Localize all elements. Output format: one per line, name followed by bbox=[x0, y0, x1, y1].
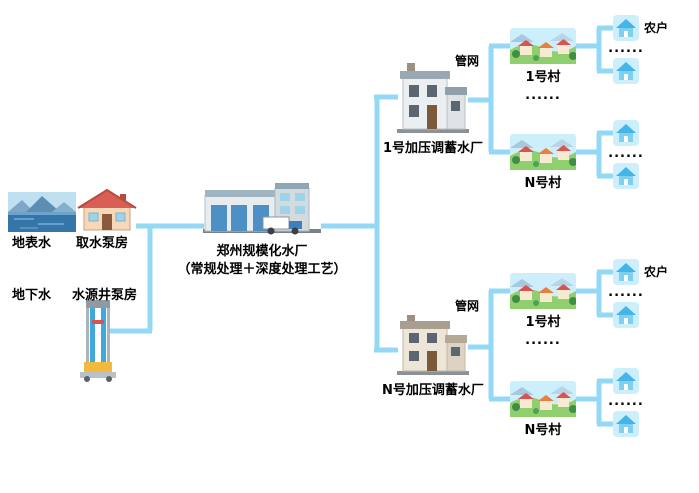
well-pump-station bbox=[78, 300, 118, 382]
farm-household-5 bbox=[612, 258, 640, 286]
village-icon bbox=[510, 134, 577, 170]
farm-house-icon bbox=[613, 411, 639, 437]
intake-pump-label: 取水泵房 bbox=[76, 236, 129, 251]
central-water-plant bbox=[203, 183, 321, 238]
pressure-plant-1 bbox=[397, 63, 469, 135]
farm-house-icon bbox=[613, 163, 639, 189]
pipe-network-label-1: 管网 bbox=[455, 54, 480, 68]
village-2-n-label: N号村 bbox=[524, 423, 562, 438]
lake-image-icon bbox=[8, 192, 76, 232]
farm-dots-1: ...... bbox=[608, 41, 644, 56]
pump-house-icon bbox=[77, 188, 137, 231]
surface-water-label: 地表水 bbox=[12, 236, 52, 251]
well-pump-icon bbox=[80, 300, 116, 382]
village-2-n bbox=[510, 381, 577, 417]
village-2-1 bbox=[510, 273, 577, 309]
pressure-plant-1-label: 1号加压调蓄水厂 bbox=[382, 141, 484, 156]
farm-house-icon bbox=[613, 15, 639, 41]
farm-household-7 bbox=[612, 367, 640, 395]
farm-household-2 bbox=[612, 57, 640, 85]
well-pump-label: 水源井泵房 bbox=[72, 288, 138, 303]
ground-water-label: 地下水 bbox=[12, 288, 52, 303]
farm-house-icon bbox=[613, 368, 639, 394]
farm-household-1 bbox=[612, 14, 640, 42]
village-icon bbox=[510, 273, 577, 309]
village-1-1 bbox=[510, 28, 577, 64]
farm-household-3 bbox=[612, 119, 640, 147]
farm-house-icon bbox=[613, 120, 639, 146]
farm-label-2: 农户 bbox=[644, 265, 669, 279]
farm-dots-4: ...... bbox=[608, 394, 644, 409]
water-plant-icon bbox=[203, 183, 321, 235]
village-1-n-label: N号村 bbox=[524, 176, 562, 191]
pressure-plant-n-label: N号加压调蓄水厂 bbox=[382, 383, 484, 398]
farm-house-icon bbox=[613, 58, 639, 84]
farm-dots-3: ...... bbox=[608, 285, 644, 300]
farm-household-8 bbox=[612, 410, 640, 438]
village-1-1-label: 1号村 bbox=[525, 70, 561, 85]
pressure-plant-n-icon bbox=[397, 315, 469, 375]
farm-dots-2: ...... bbox=[608, 146, 644, 161]
farm-house-icon bbox=[613, 259, 639, 285]
pipe-network-label-2: 管网 bbox=[455, 299, 480, 313]
village-dots-1: ...... bbox=[525, 88, 561, 103]
pressure-plant-n bbox=[397, 315, 469, 377]
central-plant-name: 郑州规模化水厂 bbox=[216, 244, 308, 259]
pipe-segments bbox=[110, 25, 613, 427]
farm-household-6 bbox=[612, 301, 640, 329]
village-icon bbox=[510, 381, 577, 417]
central-plant-note: （常规处理＋深度处理工艺） bbox=[177, 262, 347, 277]
intake-pump-house bbox=[76, 186, 138, 232]
surface-water-photo bbox=[8, 192, 76, 232]
farm-house-icon bbox=[613, 302, 639, 328]
village-dots-2: ...... bbox=[525, 333, 561, 348]
village-1-n bbox=[510, 134, 577, 170]
farm-household-4 bbox=[612, 162, 640, 190]
village-2-1-label: 1号村 bbox=[525, 315, 561, 330]
farm-label-1: 农户 bbox=[644, 21, 669, 35]
pressure-plant-1-icon bbox=[397, 63, 469, 133]
village-icon bbox=[510, 28, 577, 64]
